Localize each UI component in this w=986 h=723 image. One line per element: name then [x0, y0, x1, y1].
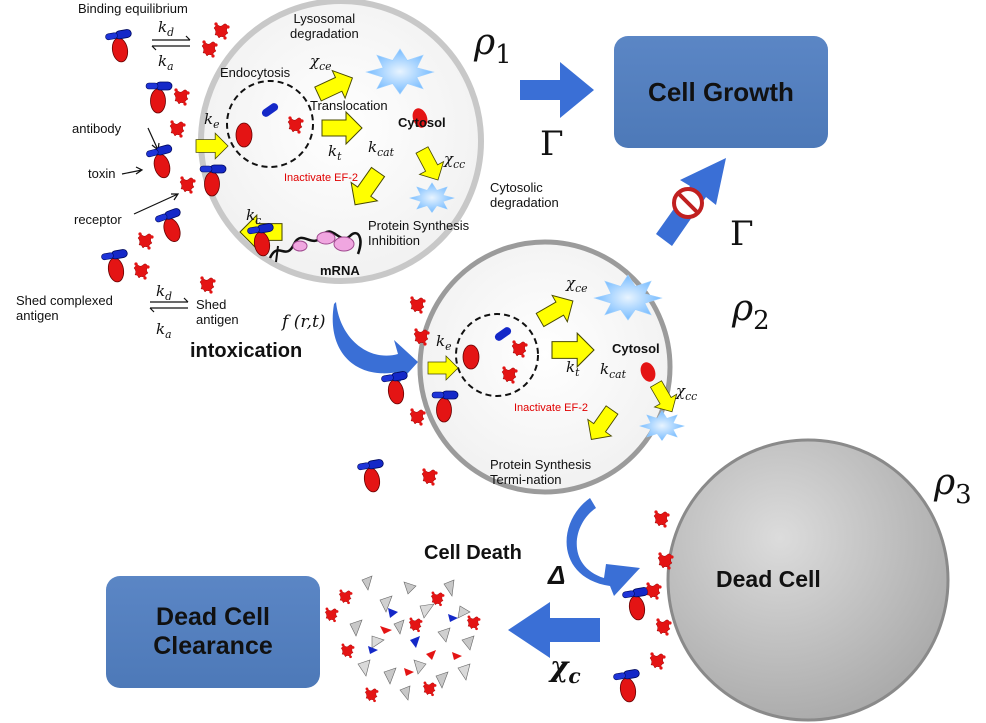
- cell-growth-box: Cell Growth: [614, 36, 828, 148]
- no-symbol-icon: [672, 187, 704, 219]
- label-pointers: [121, 127, 180, 215]
- internalized-antibody-1: [261, 103, 279, 117]
- dead-cell-label: Dead Cell: [716, 566, 821, 592]
- internalized-antibody-2: [494, 327, 512, 341]
- cell-death-label: Cell Death: [424, 542, 522, 564]
- inactivate-ef2-label-1: Inactivate EF-2: [284, 172, 358, 184]
- chi-ce-symbol-1: χce: [310, 52, 332, 73]
- kcat-symbol-2: kcat: [600, 360, 626, 381]
- antibody-label: antibody: [72, 121, 122, 136]
- endosome-2: [455, 313, 539, 397]
- binding-equilibrium-label: Binding equilibrium: [78, 1, 188, 16]
- translocation-label: Translocation: [310, 98, 388, 113]
- ke-symbol-1: ke: [204, 110, 220, 131]
- cytosol-toxin-1: [412, 108, 428, 128]
- rho3-symbol: ρ3: [934, 462, 972, 511]
- cytosol-label-2: Cytosol: [612, 341, 660, 356]
- dead-cell-clearance-box: Dead Cell Clearance: [106, 576, 320, 688]
- ka-symbol-1: ka: [158, 52, 174, 73]
- chi-c-symbol: χc: [550, 650, 581, 689]
- kd-symbol-1: kd: [158, 18, 175, 39]
- intoxication-label: intoxication: [190, 340, 303, 362]
- kcat-symbol-1: kcat: [368, 138, 394, 159]
- dead-cell-clearance-label-line1: Dead Cell: [156, 603, 270, 632]
- chi-cc-symbol-1: χcc: [444, 150, 466, 171]
- ka-symbol-2: ka: [156, 320, 172, 341]
- cell-debris: [324, 575, 481, 703]
- endocytosis-label: Endocytosis: [220, 65, 291, 80]
- gamma-symbol-2: Γ: [730, 214, 754, 254]
- cell-growth-label: Cell Growth: [648, 76, 794, 107]
- intoxication-arrow: [332, 302, 418, 384]
- gamma-symbol-1: Γ: [540, 124, 564, 164]
- cytosol-toxin-2: [640, 362, 656, 382]
- binding-equilibrium-arrows: [149, 35, 191, 313]
- rho2-symbol: ρ2: [732, 288, 770, 337]
- internalized-toxin-1: [235, 122, 253, 148]
- clearance-arrow: [508, 602, 600, 658]
- kt-symbol-2: kt: [566, 358, 580, 379]
- mrna-label: mRNA: [320, 263, 360, 278]
- dead-cell: [666, 438, 950, 722]
- internalized-toxin-2: [462, 344, 480, 370]
- kc-symbol: kc: [246, 206, 262, 227]
- kt-symbol-1: kt: [328, 142, 342, 163]
- endosome-1: [226, 80, 314, 168]
- chi-cc-symbol-2: χcc: [676, 382, 698, 403]
- kd-symbol-2: kd: [156, 282, 173, 303]
- receptor-label: receptor: [74, 212, 122, 227]
- mrna-strand: [268, 230, 362, 263]
- cytosol-label-1: Cytosol: [398, 115, 446, 130]
- delta-symbol: Δ: [548, 560, 566, 590]
- ke-symbol-2: ke: [436, 332, 452, 353]
- dead-cell-clearance-label-line2: Clearance: [153, 632, 273, 660]
- toxin-label: toxin: [88, 166, 116, 181]
- cell-death-arrow: [566, 498, 640, 596]
- f-rt-symbol: f (r,t): [282, 312, 326, 332]
- rho1-symbol: ρ1: [474, 22, 512, 71]
- growth-arrow: [520, 62, 594, 118]
- inactivate-ef2-label-2: Inactivate EF-2: [514, 402, 588, 414]
- chi-ce-symbol-2: χce: [566, 274, 588, 295]
